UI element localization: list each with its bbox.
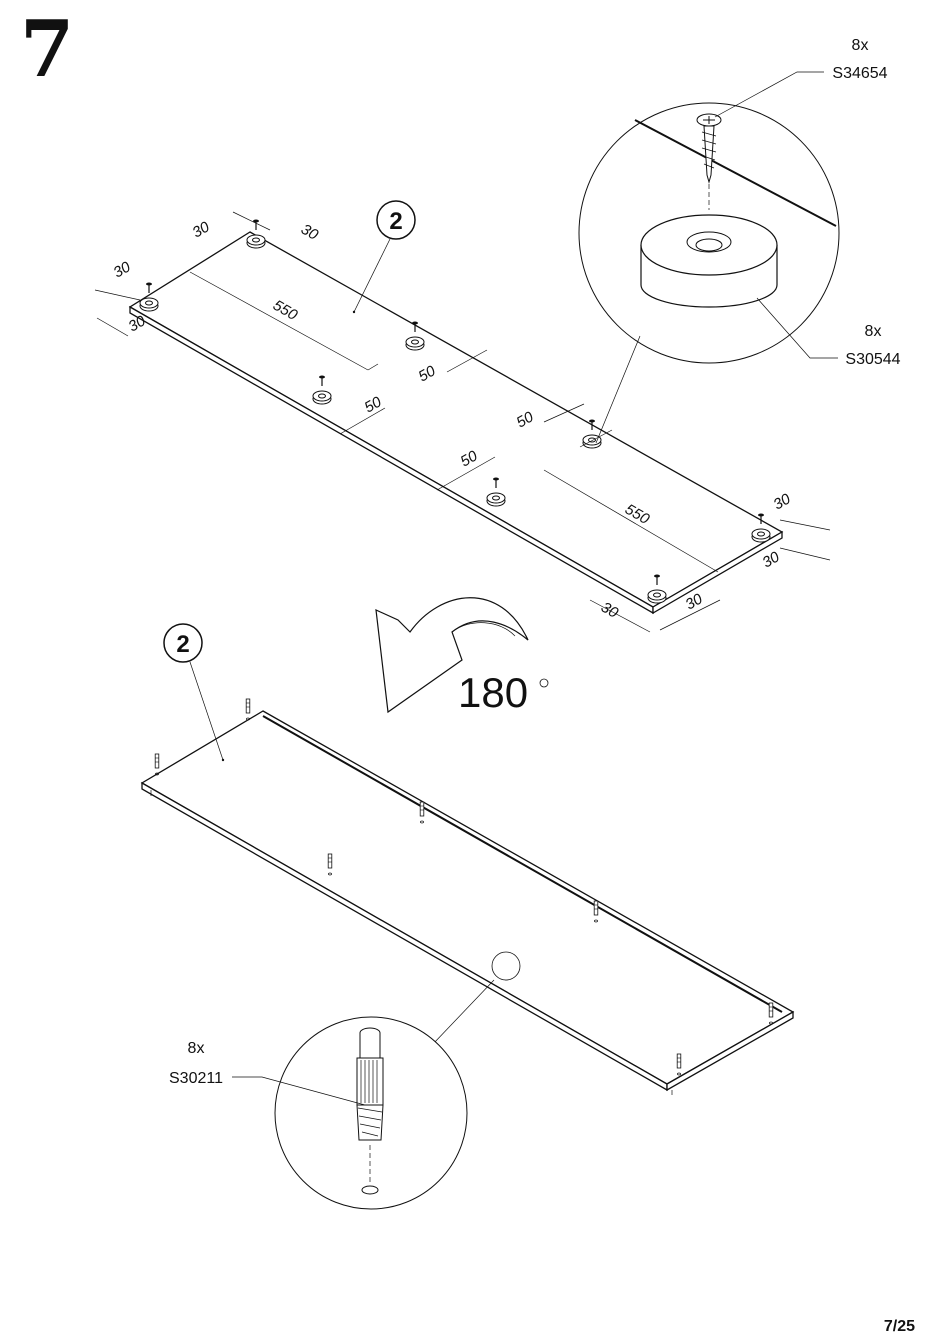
- panel-bubble-top: 2: [352, 200, 416, 314]
- page-number: 7/25: [884, 1318, 915, 1335]
- foot-pads: [139, 219, 771, 604]
- dim-30-h: 30: [683, 590, 707, 613]
- bottom-panel: [140, 710, 795, 1095]
- detail-dowel: [274, 951, 521, 1210]
- panel-bubble-bottom: 2: [163, 623, 225, 762]
- foot-pad-marker: [647, 574, 667, 604]
- dowel-marker: [327, 853, 333, 876]
- foot-pad-marker: [139, 282, 159, 312]
- dim-50-c: 50: [458, 447, 482, 470]
- dim-30-c: 30: [111, 258, 135, 281]
- dim-30-g: 30: [598, 599, 622, 622]
- foot-pad-marker: [405, 321, 425, 351]
- dowel-marker: [676, 1053, 682, 1076]
- part-qty-foot-pad: 8x: [865, 323, 882, 340]
- foot-pad-icon: [640, 214, 778, 308]
- dowel-marker: [245, 698, 251, 721]
- dim-30-b: 30: [298, 221, 322, 244]
- rotate-arrow-icon: [375, 597, 529, 714]
- dowel-marker: [593, 900, 599, 923]
- dim-50-d: 50: [514, 408, 538, 431]
- foot-pad-marker: [312, 375, 332, 405]
- dowel-marker: [154, 753, 160, 776]
- foot-pad-marker: [246, 219, 266, 249]
- panel-label-bottom: 2: [176, 631, 189, 658]
- dim-50-a: 50: [416, 362, 440, 385]
- dimension-lines: [94, 211, 831, 633]
- part-callout-dowel: 8x S30211: [169, 1040, 366, 1106]
- part-callout-screw: 8x S34654: [714, 37, 888, 118]
- panel-label-top: 2: [389, 208, 402, 235]
- dim-30-d: 30: [126, 312, 150, 335]
- dim-30-e: 30: [771, 490, 795, 513]
- dowel-marker: [419, 801, 425, 824]
- step-number: 7: [20, 4, 74, 95]
- part-callout-foot-pad: 8x S30544: [756, 297, 901, 368]
- part-code-dowel: S30211: [169, 1070, 223, 1087]
- foot-pad-marker: [486, 477, 506, 507]
- part-code-screw: S34654: [832, 65, 887, 82]
- dim-50-b: 50: [362, 393, 386, 416]
- degree-symbol: [539, 678, 549, 688]
- dim-30-f: 30: [760, 548, 784, 571]
- dowel-icon: [356, 1027, 384, 1195]
- dowel-marker: [768, 1002, 774, 1025]
- part-code-foot-pad: S30544: [845, 351, 900, 368]
- dim-30-a: 30: [190, 218, 214, 241]
- rotation-angle: 180: [458, 669, 528, 716]
- part-qty-screw: 8x: [852, 37, 869, 54]
- detail-foot-pad: [578, 102, 840, 444]
- part-qty-dowel: 8x: [188, 1040, 205, 1057]
- top-panel: [128, 231, 784, 615]
- foot-pad-marker: [751, 513, 771, 543]
